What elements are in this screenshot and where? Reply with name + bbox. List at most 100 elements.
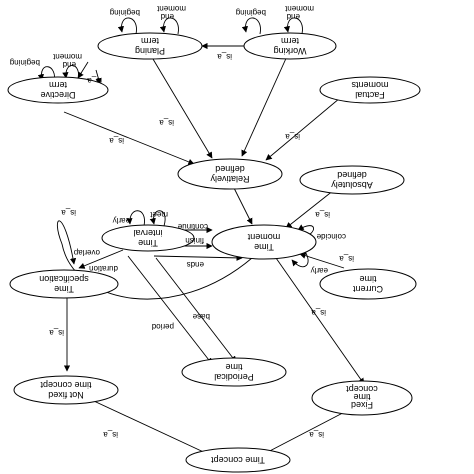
node-time-moment: Time moment [211, 224, 317, 260]
node-working-term-line-1: Working [274, 46, 307, 56]
edge-planning-to-directive-2 [95, 69, 102, 85]
label-working-end: end [287, 12, 300, 21]
node-current-time-line-2: time [359, 274, 376, 284]
node-factual-moments-line-1: Factual [355, 90, 385, 100]
label-isa-directive-relatively: is_a [109, 136, 124, 145]
node-time-specification: Time specification [9, 269, 119, 299]
label-isa-planning-directive: is_a [87, 76, 102, 85]
label-isa-working-planning: is_a [217, 52, 232, 61]
node-fixed-line-2: time [353, 392, 370, 402]
node-time-concept-line-1: Time concept [211, 455, 265, 465]
node-absolutely-defined-line-2: defined [337, 170, 367, 180]
node-current-time-line-1: Current [352, 284, 383, 294]
label-period: period [152, 322, 174, 331]
label-isa-notfixed-timeconcept: is_a [103, 430, 118, 439]
node-relatively-defined-line-1: Relatively [210, 174, 250, 184]
label-coincide: coincide [316, 232, 346, 241]
node-not-fixed-line-1: Not fixed [48, 390, 84, 400]
node-time-interval: Time interval [101, 224, 195, 252]
edge-directive-to-relatively [63, 111, 195, 165]
self-loop-interval-meet [149, 210, 166, 227]
edge-moment-to-specification-arc [56, 220, 253, 300]
node-periodical-time-line-2: time [225, 362, 242, 372]
edge-interval-to-moment-ends [153, 254, 243, 262]
node-relatively-defined-line-2: defined [215, 164, 245, 174]
edge-absolutely-to-moment [285, 189, 335, 229]
node-planning-term-line-1: Planing [135, 46, 165, 56]
label-isa-fixed-timeconcept: is_a [309, 430, 324, 439]
self-loop-planning-end [159, 17, 179, 35]
edge-planning-to-directive [77, 61, 89, 79]
edge-labels: is_a is_a is_a period base is_a duration… [10, 4, 354, 439]
label-directive-begining: begining [10, 58, 40, 67]
label-meet: meet [149, 210, 168, 219]
label-planning-moment: moment [156, 4, 186, 13]
label-moment-early: early [311, 266, 328, 275]
label-continue: continue [177, 222, 208, 231]
node-directive-term-line-2: term [49, 80, 67, 90]
edge-factual-to-relatively [265, 97, 341, 161]
node-factual-moments-line-2: moments [351, 80, 389, 90]
node-fixed-line-3: concept [346, 384, 378, 394]
label-planning-end: end [161, 12, 174, 21]
label-working-begining: begining [236, 8, 266, 17]
node-fixed-line-1: Fixed [351, 400, 373, 410]
node-periodical-time-line-1: Periodical [214, 372, 254, 382]
self-loop-directive-end [62, 65, 79, 81]
self-loop-working-begining [241, 17, 261, 35]
node-absolutely-defined: Absolutely defined [299, 165, 405, 195]
edges [37, 17, 365, 456]
node-time-interval-line-1: Time [138, 238, 158, 248]
node-time-specification-line-2: specification [39, 274, 89, 284]
label-isa-planning-relatively: is_a [159, 118, 174, 127]
node-not-fixed-line-2: time concept [40, 380, 92, 390]
self-loop-interval-early [126, 210, 145, 227]
node-working-term-line-2: term [281, 36, 299, 46]
self-loop-working-end [283, 17, 303, 35]
edge-interval-to-periodical-period [127, 255, 213, 365]
node-absolutely-defined-line-1: Absolutely [331, 180, 373, 190]
label-isa-absolutely-moment: is_a [315, 210, 330, 219]
edge-relatively-to-moment [233, 187, 253, 225]
node-time-interval-line-2: interval [133, 228, 162, 238]
edge-current-to-moment [299, 252, 345, 269]
label-directive-end: end [63, 60, 76, 69]
label-isa-specification-notfixed: is_a [49, 328, 64, 337]
self-loop-planning-begining [117, 17, 137, 35]
edge-interval-to-specification-duration [78, 249, 124, 269]
node-directive-term-line-1: Directive [40, 90, 75, 100]
label-isa-moment-fixed: is_a [311, 308, 326, 317]
label-finish: finish [185, 236, 204, 245]
label-isa-arc: is_a [61, 208, 76, 217]
label-interval-early: early [113, 216, 130, 225]
mirrored-diagram-group: Planing term Working term Directive term… [7, 4, 421, 473]
label-isa-factual-relatively: is_a [285, 132, 300, 141]
node-time-specification-line-1: Time [54, 284, 74, 294]
node-relatively-defined: Relatively defined [177, 158, 283, 190]
self-loop-moment-early [291, 249, 309, 268]
label-duration: duration [89, 264, 118, 273]
edge-moment-to-fixed [275, 257, 365, 385]
label-base: base [192, 312, 210, 321]
label-directive-moment: moment [52, 52, 82, 61]
node-directive-term: Directive term [7, 76, 109, 104]
node-not-fixed-time-concept: Not fixed time concept [13, 375, 119, 405]
node-planning-term-line-2: term [141, 36, 159, 46]
node-periodical-time: Periodical time [181, 357, 287, 387]
edge-working-to-relatively [241, 53, 289, 157]
node-fixed-time-concept: Fixed time concept [311, 380, 413, 416]
label-working-moment: moment [284, 4, 314, 13]
label-isa-current-moment: is_a [339, 254, 354, 263]
nodes: Planing term Working term Directive term… [7, 32, 421, 473]
node-planning-term: Planing term [97, 32, 203, 60]
node-time-moment-line-2: moment [247, 232, 280, 242]
node-factual-moments: Factual moments [319, 76, 421, 104]
node-time-concept: Time concept [185, 447, 291, 473]
edge-planning-to-relatively [149, 53, 213, 159]
label-overlap: overlap [73, 248, 100, 257]
node-time-moment-line-1: Time [254, 242, 274, 252]
edge-interval-to-periodical-base [155, 257, 237, 363]
label-planning-begining: begining [110, 8, 140, 17]
node-current-time: Current time [319, 268, 417, 300]
